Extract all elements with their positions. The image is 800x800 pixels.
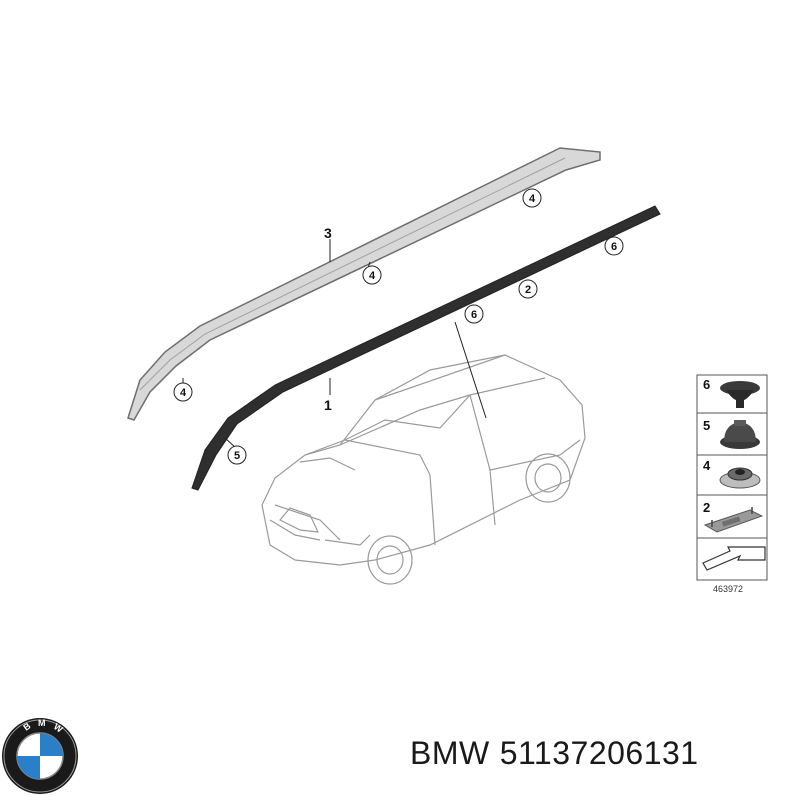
callout-4-rail-end: 4	[522, 188, 542, 208]
callout-text: 2	[525, 284, 531, 296]
callout-4-rail-front: 4	[173, 382, 193, 402]
callout-text: 4	[369, 270, 376, 282]
callout-text: 6	[471, 309, 477, 321]
svg-text:M: M	[38, 718, 46, 728]
parts-group-arrow-icon	[702, 546, 766, 571]
callout-6-strip-mid: 6	[464, 304, 484, 324]
callout-text: 4	[180, 387, 187, 399]
callout-label-3: 3	[324, 225, 332, 241]
svg-text:B: B	[21, 720, 32, 732]
legend-number-6: 6	[703, 377, 710, 392]
callout-5-strip-front: 5	[227, 445, 247, 465]
part-number: 51137206131	[499, 735, 699, 771]
seal-strip	[191, 205, 661, 491]
mounting-bracket-icon	[703, 507, 764, 533]
drawing-number: 463972	[713, 584, 743, 594]
brand-name: BMW	[410, 735, 490, 771]
callout-6-strip-end: 6	[604, 236, 624, 256]
callout-4-rail-mid: 4	[362, 265, 382, 285]
callout-text: 6	[611, 241, 617, 253]
legend-number-4: 4	[703, 458, 711, 473]
clip-nut-icon	[719, 467, 761, 489]
callout-text: 4	[529, 193, 536, 205]
parts-legend: 6 5 4 2 463	[696, 374, 768, 594]
callout-label-1: 1	[324, 397, 332, 413]
grommet-icon	[720, 420, 760, 449]
legend-number-2: 2	[703, 500, 710, 515]
car-outline	[261, 354, 586, 585]
push-nut-icon	[720, 381, 760, 408]
roof-rail	[127, 147, 601, 421]
callout-text: 5	[234, 450, 240, 462]
legend-number-5: 5	[703, 418, 710, 433]
callout-2-strip: 2	[518, 279, 538, 299]
bmw-logo: B M W	[2, 718, 78, 794]
